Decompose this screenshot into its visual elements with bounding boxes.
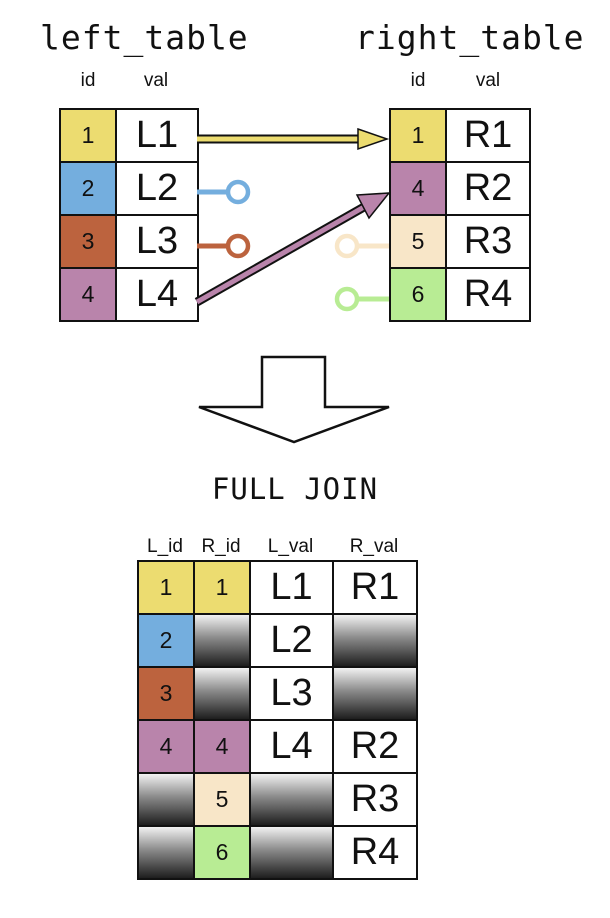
r-val-cell bbox=[332, 666, 418, 721]
l-val-cell: L4 bbox=[249, 719, 334, 774]
val-cell: R3 bbox=[445, 214, 531, 269]
match-arrow-1 bbox=[197, 127, 390, 151]
r-val-cell bbox=[332, 613, 418, 668]
result-row: 2 L2 bbox=[137, 613, 418, 668]
id-cell: 4 bbox=[59, 267, 117, 322]
id-cell: 2 bbox=[59, 161, 117, 216]
l-id-cell: 2 bbox=[137, 613, 195, 668]
unmatched-connector-5 bbox=[334, 233, 389, 259]
match-arrow-4 bbox=[194, 192, 391, 306]
r-id-cell: 6 bbox=[193, 825, 251, 880]
val-cell: L1 bbox=[115, 108, 199, 163]
l-id-cell: 1 bbox=[137, 560, 195, 615]
result-header-l-id: L_id bbox=[147, 536, 183, 557]
l-val-cell: L3 bbox=[249, 666, 334, 721]
result-row: 5 R3 bbox=[137, 772, 418, 827]
l-val-cell: L2 bbox=[249, 613, 334, 668]
l-id-cell: 4 bbox=[137, 719, 195, 774]
r-id-cell: 5 bbox=[193, 772, 251, 827]
r-val-cell: R1 bbox=[332, 560, 418, 615]
left-header-id: id bbox=[80, 70, 96, 91]
l-id-cell: 3 bbox=[137, 666, 195, 721]
right-header-id: id bbox=[410, 70, 426, 91]
val-cell: R2 bbox=[445, 161, 531, 216]
result-header-r-id: R_id bbox=[201, 536, 241, 557]
unmatched-connector-6 bbox=[334, 286, 389, 312]
id-cell: 1 bbox=[389, 108, 447, 163]
unmatched-connector-3 bbox=[197, 233, 251, 259]
val-cell: L2 bbox=[115, 161, 199, 216]
result-header-l-val: L_val bbox=[267, 536, 314, 557]
r-id-cell: 1 bbox=[193, 560, 251, 615]
r-id-cell bbox=[193, 666, 251, 721]
r-val-cell: R3 bbox=[332, 772, 418, 827]
r-val-cell: R4 bbox=[332, 825, 418, 880]
val-cell: R4 bbox=[445, 267, 531, 322]
r-val-cell: R2 bbox=[332, 719, 418, 774]
val-cell: R1 bbox=[445, 108, 531, 163]
right-table-title: right_table bbox=[355, 18, 585, 57]
transform-arrow-icon bbox=[198, 355, 390, 444]
val-cell: L3 bbox=[115, 214, 199, 269]
l-val-cell: L1 bbox=[249, 560, 334, 615]
id-cell: 6 bbox=[389, 267, 447, 322]
operation-label: FULL JOIN bbox=[211, 472, 379, 506]
id-cell: 4 bbox=[389, 161, 447, 216]
id-cell: 1 bbox=[59, 108, 117, 163]
l-val-cell bbox=[249, 825, 334, 880]
id-cell: 5 bbox=[389, 214, 447, 269]
val-cell: L4 bbox=[115, 267, 199, 322]
left-table-title: left_table bbox=[40, 18, 249, 57]
l-val-cell bbox=[249, 772, 334, 827]
l-id-cell bbox=[137, 772, 195, 827]
r-id-cell: 4 bbox=[193, 719, 251, 774]
result-row: 3 L3 bbox=[137, 666, 418, 721]
left-header-val: val bbox=[143, 70, 169, 91]
l-id-cell bbox=[137, 825, 195, 880]
right-header-val: val bbox=[475, 70, 501, 91]
r-id-cell bbox=[193, 613, 251, 668]
unmatched-connector-2 bbox=[197, 179, 251, 205]
result-header-r-val: R_val bbox=[349, 536, 399, 557]
id-cell: 3 bbox=[59, 214, 117, 269]
result-row: 6 R4 bbox=[137, 825, 418, 880]
